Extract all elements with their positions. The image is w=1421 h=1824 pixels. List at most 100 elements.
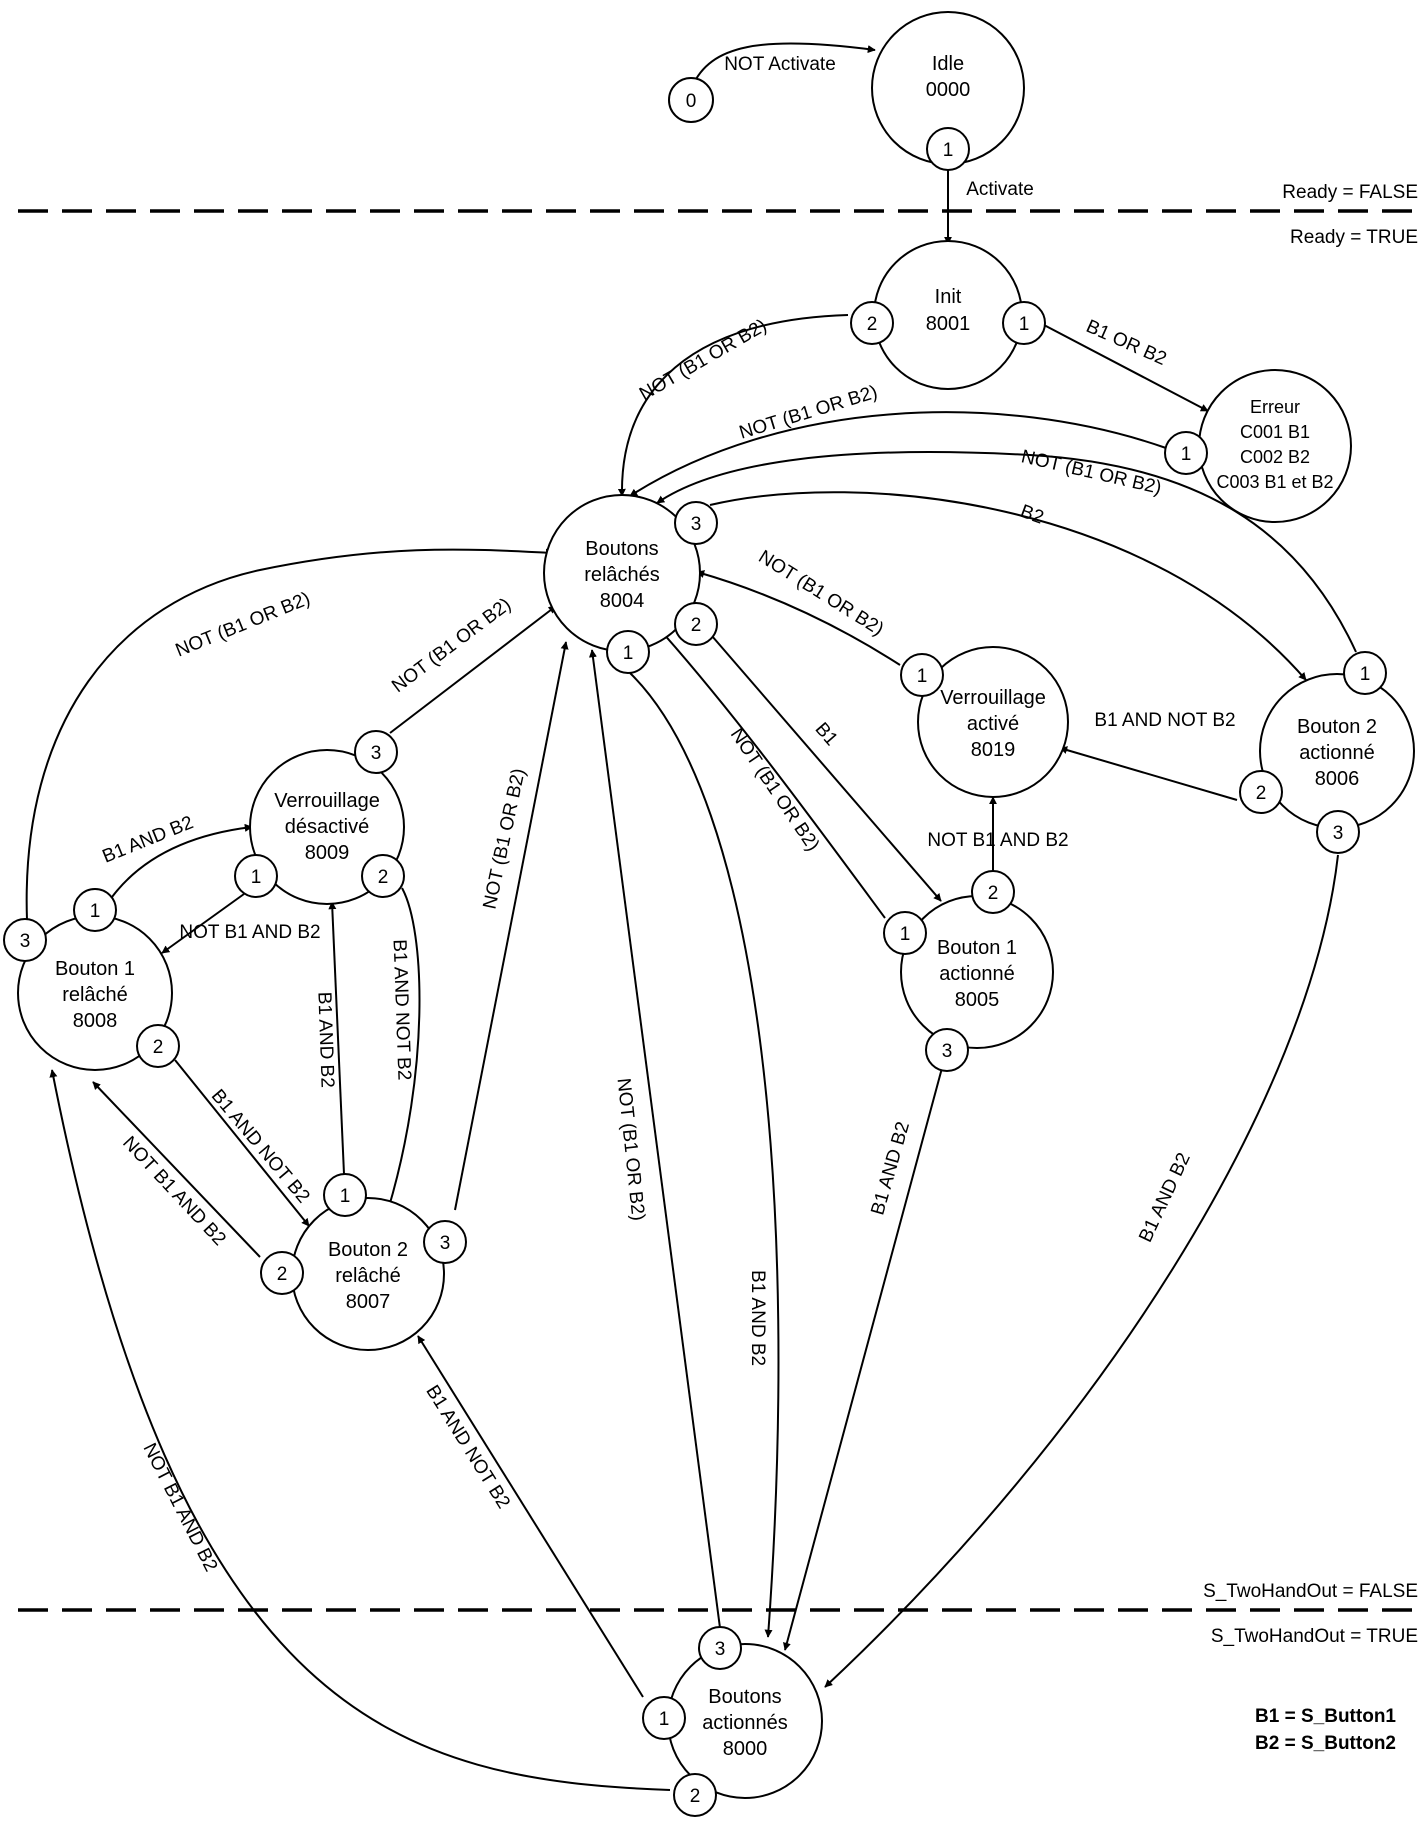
port-boutons-actionnes-2: 2 <box>673 1773 717 1817</box>
state-init: Init 8001 <box>873 240 1023 390</box>
port-bouton2-relache-2: 2 <box>260 1251 304 1295</box>
port-bouton2-relache-1: 1 <box>323 1173 367 1217</box>
edge-label: NOT (B1 OR B2) <box>726 725 824 855</box>
edge-label: B1 AND NOT B2 <box>421 1382 514 1513</box>
edge-label: B1 AND B2 <box>1135 1150 1195 1246</box>
state-line: activé <box>967 713 1019 735</box>
state-line: 0000 <box>926 79 971 101</box>
edge-bouton2-actionne-to-boutons-actionnes <box>824 854 1339 1688</box>
svg-text:1: 1 <box>1360 664 1371 685</box>
edge-label: NOT B1 AND B2 <box>179 922 320 943</box>
edge-label: B2 <box>1017 501 1046 529</box>
out-false-label: S_TwoHandOut = FALSE <box>1203 1581 1418 1602</box>
state-verrouillage-active: Verrouillage activé 8019 <box>917 646 1069 798</box>
state-line: Idle <box>932 53 964 75</box>
svg-text:2: 2 <box>867 314 878 335</box>
port-verrouillage-desactive-1: 1 <box>234 854 278 898</box>
port-boutons-relaches-1: 1 <box>606 630 650 674</box>
state-line: 8019 <box>971 739 1016 761</box>
legend-b2: B2 = S_Button2 <box>1255 1733 1396 1754</box>
svg-text:3: 3 <box>715 1639 726 1660</box>
state-line: 8005 <box>955 989 1000 1011</box>
state-line: actionné <box>939 963 1015 985</box>
state-line: désactivé <box>285 816 370 838</box>
edge-bouton2-actionne-to-verrouillage-active <box>1059 746 1238 801</box>
port-init-2: 2 <box>850 301 894 345</box>
state-line: Erreur <box>1250 397 1300 417</box>
edge-bouton1-actionne-to-boutons-relaches <box>661 631 886 919</box>
port-erreur-1: 1 <box>1164 431 1208 475</box>
edge-verrouillage-active-to-boutons-relaches <box>696 570 901 666</box>
edge-label: NOT B1 AND B2 <box>139 1440 222 1575</box>
edge-bouton1-relache-to-verrouillage-desactive <box>111 823 253 898</box>
svg-text:2: 2 <box>1256 783 1267 804</box>
state-line: Init <box>935 286 962 308</box>
edge-label: B1 AND B2 <box>99 812 196 867</box>
state-line: Bouton 1 <box>55 958 135 980</box>
edge-init-to-boutons-relaches <box>617 314 849 497</box>
state-line: Verrouillage <box>940 687 1046 709</box>
state-line: actionnés <box>702 1712 788 1734</box>
edge-boutons-actionnes-to-bouton1-relache <box>49 1069 671 1791</box>
edge-bouton2-relache-to-boutons-relaches <box>454 641 569 1211</box>
port-verrouillage-active-1: 1 <box>900 653 944 697</box>
edge-label: NOT (B1 OR B2) <box>1019 446 1163 499</box>
edge-label: NOT (B1 OR B2) <box>636 315 771 405</box>
state-line: 8006 <box>1315 768 1360 790</box>
svg-text:1: 1 <box>659 1709 670 1730</box>
port-init-1: 1 <box>1002 301 1046 345</box>
state-bouton2-actionne: Bouton 2 actionné 8006 <box>1259 673 1415 829</box>
port-bouton1-actionne-3: 3 <box>925 1028 969 1072</box>
state-line: Bouton 2 <box>328 1239 408 1261</box>
svg-text:2: 2 <box>988 883 999 904</box>
start-port: 0 <box>668 77 714 123</box>
edge-label: NOT (B1 OR B2) <box>737 382 880 444</box>
edge-bouton1-relache-to-boutons-relaches <box>25 548 554 921</box>
edge-verrouillage-desactive-to-bouton2-relache <box>386 887 421 1211</box>
svg-text:1: 1 <box>340 1186 351 1207</box>
edge-bouton2-relache-to-bouton1-relache <box>92 1081 261 1258</box>
state-line: Verrouillage <box>274 790 380 812</box>
port-bouton2-actionne-1: 1 <box>1343 651 1387 695</box>
port-verrouillage-desactive-2: 2 <box>361 854 405 898</box>
state-line: 8001 <box>926 313 971 335</box>
edge-label: B1 AND B2 <box>313 991 337 1088</box>
state-line: 8008 <box>73 1010 118 1032</box>
ready-false-label: Ready = FALSE <box>1282 182 1418 203</box>
state-line: relâché <box>335 1265 401 1287</box>
svg-text:3: 3 <box>440 1233 451 1254</box>
port-idle-1: 1 <box>926 127 970 171</box>
ports: 0 1 2 1 1 3 2 1 1 1 2 3 3 1 2 3 1 2 2 1 … <box>3 77 1387 1817</box>
port-bouton1-actionne-2: 2 <box>971 870 1015 914</box>
port-bouton1-relache-1: 1 <box>73 888 117 932</box>
edge-label: NOT (B1 OR B2) <box>388 594 515 697</box>
svg-text:1: 1 <box>917 666 928 687</box>
edge-boutons-relaches-to-bouton1-actionne <box>711 635 942 902</box>
edge-label: B1 AND NOT B2 <box>207 1086 314 1208</box>
ready-true-label: Ready = TRUE <box>1290 227 1418 248</box>
legend-b1: B1 = S_Button1 <box>1255 1706 1396 1727</box>
edge-boutons-relaches-to-boutons-actionnes <box>629 672 780 1638</box>
edge-label: NOT B1 AND B2 <box>118 1132 230 1250</box>
state-line: actionné <box>1299 742 1375 764</box>
edge-label: B1 AND B2 <box>747 1270 768 1366</box>
svg-text:2: 2 <box>378 867 389 888</box>
state-line: 8007 <box>346 1291 391 1313</box>
state-line: Bouton 2 <box>1297 716 1377 738</box>
svg-text:3: 3 <box>1333 823 1344 844</box>
edge-label: B1 <box>811 719 842 750</box>
edge-label: NOT Activate <box>724 54 836 75</box>
port-boutons-actionnes-1: 1 <box>642 1696 686 1740</box>
state-line: C001 B1 <box>1240 422 1310 442</box>
state-bouton1-actionne: Bouton 1 actionné 8005 <box>900 895 1054 1049</box>
out-true-label: S_TwoHandOut = TRUE <box>1211 1626 1418 1647</box>
svg-text:2: 2 <box>153 1037 164 1058</box>
svg-text:1: 1 <box>900 924 911 945</box>
port-bouton1-relache-2: 2 <box>136 1024 180 1068</box>
edge-erreur-to-boutons-relaches <box>629 411 1167 497</box>
svg-text:1: 1 <box>623 643 634 664</box>
edge-label: B1 AND NOT B2 <box>389 939 415 1081</box>
edge-bouton1-relache-to-bouton2-relache <box>174 1059 310 1227</box>
edge-label: NOT B1 AND B2 <box>927 830 1068 851</box>
